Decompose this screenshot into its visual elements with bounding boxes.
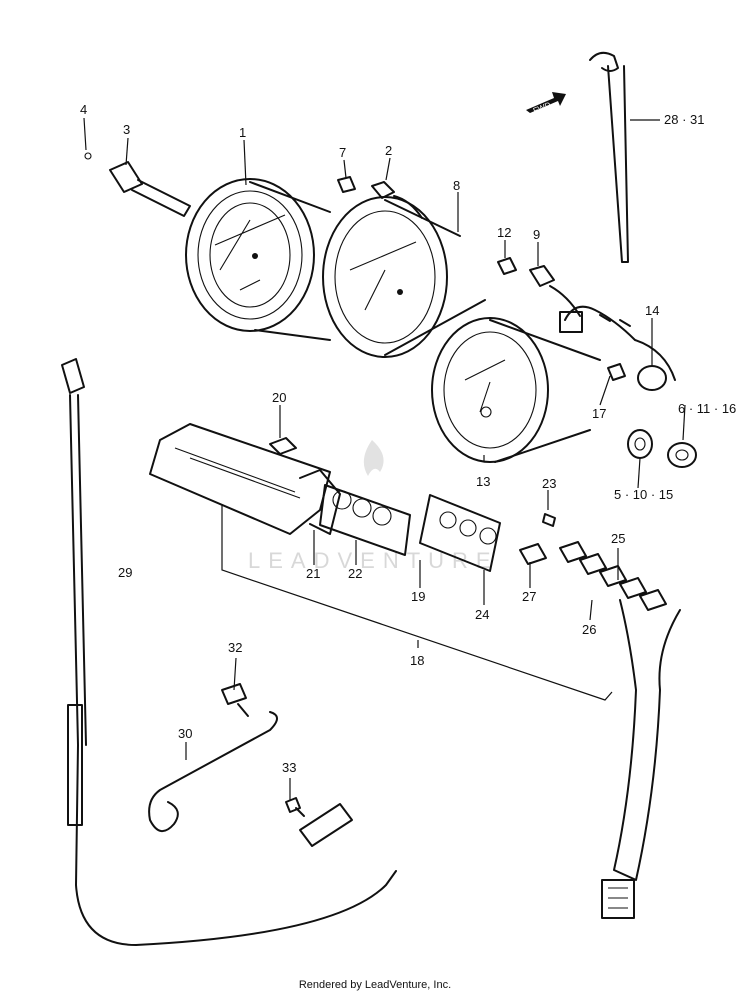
screw-23 [542, 513, 556, 527]
grommets [627, 429, 697, 468]
cable-fitting [84, 152, 191, 217]
callout-6-11-16: 6 · 11 · 16 [678, 401, 736, 416]
callout-28-31: 28 · 31 [664, 112, 704, 127]
callout-5-10-15: 5 · 10 · 15 [614, 487, 673, 502]
callout-29: 29 [118, 565, 132, 580]
callout-7: 7 [339, 145, 346, 160]
watermark: LEADVENTURE [248, 440, 499, 573]
callout-19: 19 [411, 589, 425, 604]
callout-8: 8 [453, 178, 460, 193]
callout-23: 23 [542, 476, 556, 491]
callout-labels: 4 3 1 7 2 8 12 9 28 · 31 14 6 · 11 · 16 … [80, 102, 736, 775]
speedo-cable-29 [61, 358, 397, 946]
fwd-arrow-text: FWD [532, 100, 552, 115]
callout-14: 14 [645, 303, 659, 318]
callout-17: 17 [592, 406, 606, 421]
callout-2: 2 [385, 143, 392, 158]
callout-33: 33 [282, 760, 296, 775]
bulb-holder-24 [419, 494, 501, 572]
bolt-32 [221, 683, 249, 717]
watermark-text: LEADVENTURE [248, 548, 499, 573]
callout-9: 9 [533, 227, 540, 242]
spring-30 [148, 711, 278, 832]
bulb-socket-9 [497, 257, 581, 317]
indicator-panel [149, 423, 341, 535]
callout-18: 18 [410, 653, 424, 668]
callout-24: 24 [475, 607, 489, 622]
bracket-28-31 [589, 51, 629, 263]
gauge-tachometer [185, 178, 331, 341]
wire-connectors [559, 305, 676, 391]
callout-12: 12 [497, 225, 511, 240]
callout-25: 25 [611, 531, 625, 546]
callout-20: 20 [272, 390, 286, 405]
callout-27: 27 [522, 589, 536, 604]
gauge-speedometer [322, 196, 486, 358]
leader-lines [83, 117, 686, 800]
callout-26: 26 [582, 622, 596, 637]
callout-1: 1 [239, 125, 246, 140]
callout-22: 22 [348, 566, 362, 581]
screw-33 [285, 797, 305, 817]
callout-3: 3 [123, 122, 130, 137]
gauge-aux [431, 317, 601, 463]
bulbs-and-harness [519, 541, 681, 919]
callout-32: 32 [228, 640, 242, 655]
fwd-arrow: FWD [526, 92, 566, 115]
footer-credit: Rendered by LeadVenture, Inc. [298, 979, 452, 991]
callout-21: 21 [306, 566, 320, 581]
lens-holder-22 [319, 484, 411, 556]
callout-13: 13 [476, 474, 490, 489]
callout-30: 30 [178, 726, 192, 741]
callout-4: 4 [80, 102, 87, 117]
group-line-18 [221, 505, 613, 701]
